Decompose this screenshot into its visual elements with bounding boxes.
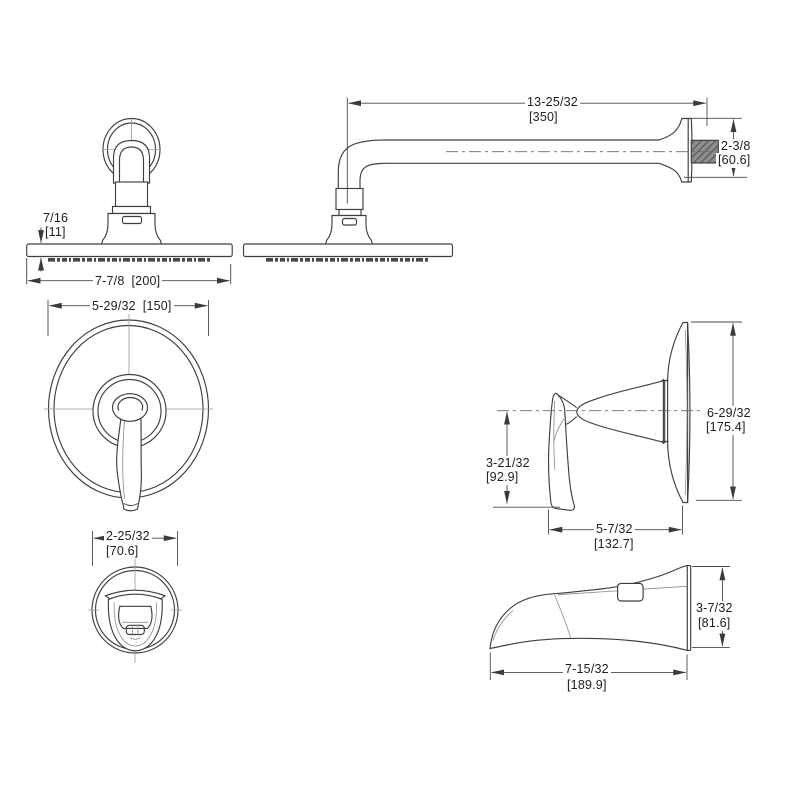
label-spout-width-mm: [70.6] bbox=[104, 544, 141, 559]
label-arm-length-mm: [350] bbox=[527, 110, 560, 125]
label-showerhead-width: 7-7/8 [200] bbox=[93, 273, 163, 289]
label-spout-length-in: 7-15/32 bbox=[563, 661, 611, 677]
label-plate-height-mm: [175.4] bbox=[704, 419, 748, 435]
label-handle-drop-mm: [92.9] bbox=[484, 469, 521, 485]
label-spout-length-mm: [189.9] bbox=[565, 677, 609, 693]
tub-spout-front-view bbox=[88, 558, 182, 663]
label-showerhead-width-in: 7-7/8 bbox=[95, 273, 125, 288]
lever-handle-side bbox=[547, 392, 576, 511]
label-trim-depth-in: 5-7/32 bbox=[594, 521, 635, 537]
label-showerhead-thickness-in: 7/16 bbox=[43, 211, 69, 225]
showerhead-arm-side-view bbox=[242, 117, 727, 262]
label-plate-height-in: 6-29/32 bbox=[705, 405, 753, 421]
valve-trim-side-view bbox=[497, 321, 703, 511]
label-spout-width-in: 2-25/32 bbox=[104, 528, 152, 544]
label-spout-height-in: 3-7/32 bbox=[694, 600, 735, 616]
showerhead-front-view bbox=[26, 117, 233, 262]
label-trim-depth-mm: [132.7] bbox=[592, 536, 636, 552]
label-trim-width: 5-29/32 [150] bbox=[90, 298, 174, 314]
escutcheon-plate-side bbox=[667, 321, 689, 504]
valve-trim-front-view bbox=[44, 312, 213, 512]
showerhead-disc bbox=[26, 243, 233, 258]
label-flange-diameter-in: 2-3/8 bbox=[719, 139, 753, 154]
spout-top-lip bbox=[104, 589, 167, 600]
trim-trumpet-body bbox=[576, 379, 666, 444]
tub-spout-side-view bbox=[489, 564, 692, 652]
diverter-tab bbox=[617, 582, 644, 602]
lever-handle-front bbox=[116, 413, 142, 512]
label-handle-drop-in: 3-21/32 bbox=[484, 455, 532, 471]
label-arm-length-in: 13-25/32 bbox=[525, 95, 580, 110]
label-trim-width-in: 5-29/32 bbox=[92, 298, 136, 313]
label-spout-height-mm: [81.6] bbox=[696, 615, 733, 631]
label-showerhead-thickness-mm: [11] bbox=[45, 224, 66, 239]
label-trim-width-mm: [150] bbox=[142, 298, 172, 313]
spout-body-side bbox=[489, 564, 688, 652]
showerhead-disc-side bbox=[242, 243, 454, 258]
label-showerhead-width-mm: [200] bbox=[131, 273, 161, 288]
label-flange-diameter-mm: [60.6] bbox=[716, 153, 753, 168]
